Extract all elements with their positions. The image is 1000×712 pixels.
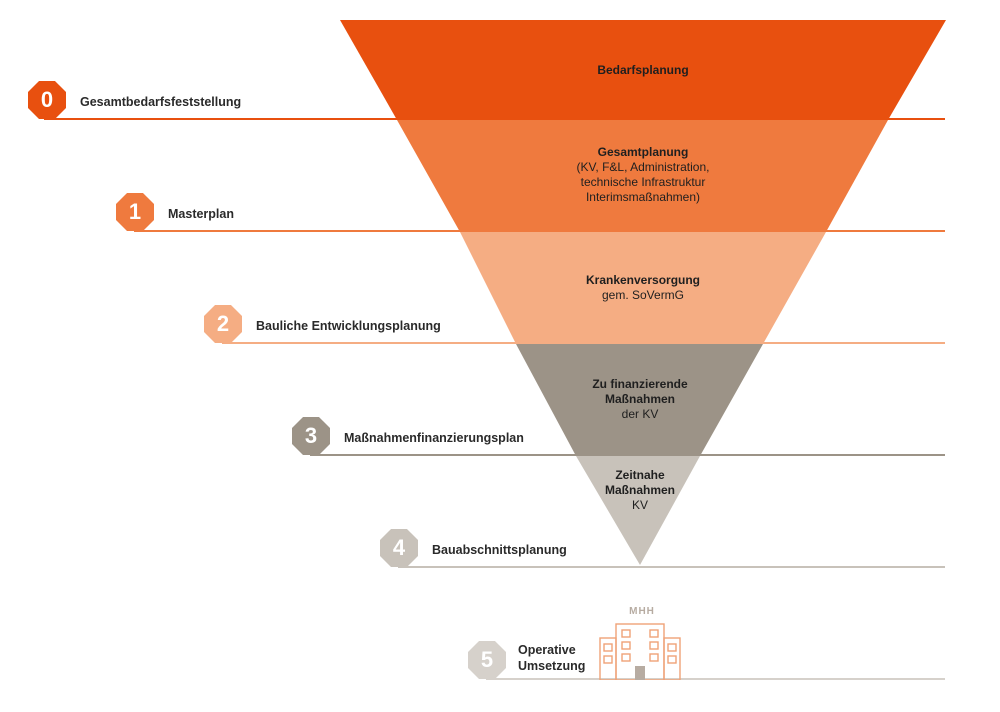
step-label-1: Masterplan: [168, 207, 234, 221]
band-text-0: Bedarfsplanung: [533, 63, 753, 78]
band-text-3: Zu finanzierende Maßnahmen der KV: [530, 377, 750, 422]
building-right-wing: [663, 637, 681, 680]
band-title: Bedarfsplanung: [597, 63, 689, 77]
step-badge-3: 3: [292, 417, 330, 455]
funnel-band-4: [576, 456, 700, 565]
band-title: Krankenversorgung: [585, 273, 701, 287]
step-line-4: [398, 566, 945, 568]
step-line-1: [134, 230, 945, 232]
step-line-2: [222, 342, 945, 344]
step-badge-4: 4: [380, 529, 418, 567]
building-left-wing: [599, 637, 617, 680]
step-line-3: [310, 454, 945, 456]
step-line-0: [44, 118, 945, 120]
step-label-5: Operative Umsetzung: [518, 643, 586, 673]
step-line-5: [486, 678, 945, 680]
band-subtitle: KV: [631, 498, 648, 512]
band-subtitle: gem. SoVermG: [601, 288, 685, 302]
band-text-4: Zeitnahe Maßnahmen KV: [530, 468, 750, 513]
band-title: Gesamtplanung: [597, 145, 689, 159]
building-label: MHH: [629, 606, 655, 617]
step-label-2: Bauliche Entwicklungsplanung: [256, 319, 441, 333]
step-badge-2: 2: [204, 305, 242, 343]
band-title: Zu finanzierende Maßnahmen: [592, 377, 688, 406]
building-door: [635, 666, 645, 680]
band-text-1: Gesamtplanung (KV, F&L, Administration, …: [533, 145, 753, 205]
step-badge-5: 5: [468, 641, 506, 679]
step-label-0: Gesamtbedarfsfeststellung: [80, 95, 242, 109]
funnel-band-1: [397, 120, 888, 232]
funnel-band-3: [516, 344, 763, 456]
step-label-3: Maßnahmenfinanzierungsplan: [344, 431, 524, 445]
step-label-4: Bauabschnittsplanung: [432, 543, 567, 557]
band-title: Zeitnahe Maßnahmen: [604, 468, 675, 497]
band-subtitle: der KV: [621, 407, 659, 421]
step-badge-1: 1: [116, 193, 154, 231]
funnel-band-2: [460, 232, 826, 344]
band-subtitle: (KV, F&L, Administration, technische Inf…: [576, 160, 710, 204]
funnel-band-0: [340, 20, 946, 120]
hospital-building-icon: [599, 623, 681, 680]
band-text-2: Krankenversorgung gem. SoVermG: [533, 273, 753, 303]
step-badge-0: 0: [28, 81, 66, 119]
